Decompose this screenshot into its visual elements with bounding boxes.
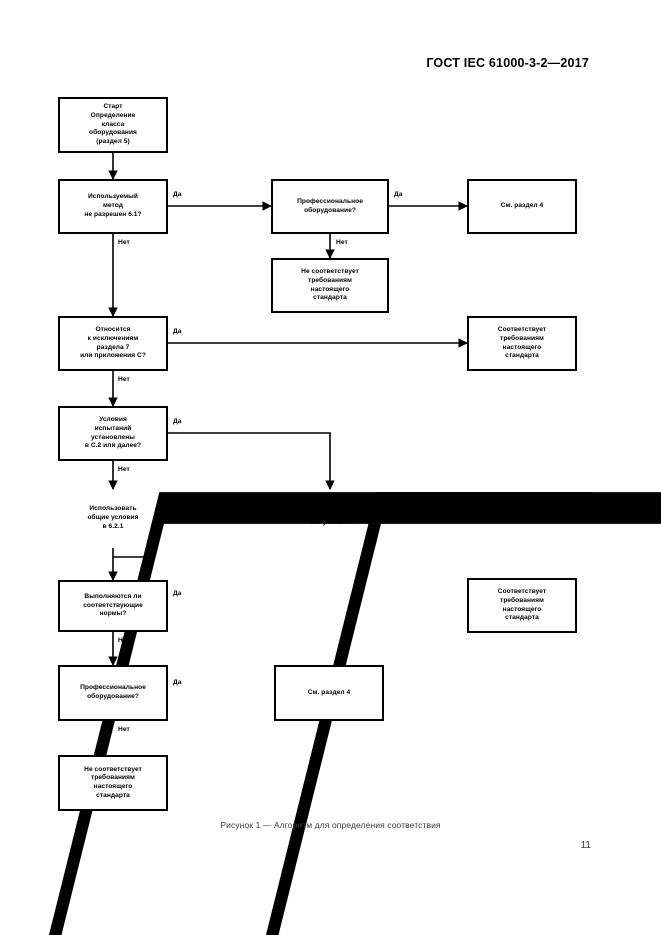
node-test-conditions: Условия испытаний установлены в C.2 или …	[58, 406, 168, 461]
node-see-section-4-2-label: См. раздел 4	[307, 688, 351, 696]
node-limits-met-label: Выполняются ли соответствующие нормы?	[83, 592, 143, 618]
node-see-section-4-1-label: См. раздел 4	[500, 202, 544, 210]
edge-label-prof2-yes: Да	[173, 679, 182, 686]
node-use-general-conditions: Использовать общие условия в 6.2.1	[45, 489, 661, 935]
node-start: Старт Определение класса оборудования (р…	[58, 97, 168, 153]
edge-label-method-yes: Да	[173, 191, 182, 198]
edge-label-method-no: Нет	[118, 239, 130, 246]
node-compliant-1-label: Соответствует требованиям настоящего ста…	[497, 326, 547, 360]
node-compliant-1: Соответствует требованиям настоящего ста…	[467, 316, 577, 371]
node-method-not-allowed-label: Используемый метод не разрешен 6.1?	[84, 193, 142, 218]
edge-label-conditions-yes: Да	[173, 418, 182, 425]
node-use-these-conditions-label: Использовать эти условия	[306, 509, 354, 526]
node-use-these-conditions: Использовать эти условия	[262, 489, 661, 935]
node-see-section-4-2: См. раздел 4	[274, 665, 384, 721]
node-professional-equipment-1: Профессиональное оборудование?	[271, 179, 389, 234]
edge-label-prof1-no: Нет	[336, 239, 348, 246]
edge-label-limits-yes: Да	[173, 590, 182, 597]
page-number: 11	[580, 840, 591, 851]
node-not-compliant-2: Не соответствует требованиям настоящего …	[58, 755, 168, 811]
node-exclusions: Относится к исключениям раздела 7 или пр…	[58, 316, 168, 371]
node-start-label: Старт Определение класса оборудования (р…	[89, 103, 137, 146]
node-not-compliant-2-label: Не соответствует требованиям настоящего …	[84, 765, 142, 799]
edge-label-prof1-yes: Да	[394, 191, 403, 198]
node-see-section-4-1: См. раздел 4	[467, 179, 577, 234]
edge-label-exclusions-yes: Да	[173, 328, 182, 335]
edge-label-exclusions-no: Нет	[118, 376, 130, 383]
figure-caption: Рисунок 1 — Алгоритм для определения соо…	[220, 820, 441, 830]
node-not-compliant-1: Не соответствует требованиям настоящего …	[271, 258, 389, 313]
node-professional-equipment-2-label: Профессиональное оборудование?	[80, 684, 146, 700]
node-test-conditions-label: Условия испытаний установлены в C.2 или …	[84, 416, 142, 450]
node-limits-met: Выполняются ли соответствующие нормы?	[58, 580, 168, 632]
document-header-standard-number: ГОСТ IEC 61000-3-2—2017	[426, 56, 589, 70]
edge-label-conditions-no: Нет	[118, 466, 130, 473]
edge-label-limits-no: Нет	[118, 637, 130, 644]
node-method-not-allowed: Используемый метод не разрешен 6.1?	[58, 179, 168, 234]
node-professional-equipment-2: Профессиональное оборудование?	[58, 665, 168, 721]
node-compliant-2-label: Соответствует требованиям настоящего ста…	[497, 588, 547, 622]
node-use-general-conditions-label: Использовать общие условия в 6.2.1	[87, 505, 139, 530]
edge-conditions-yes	[168, 432, 335, 490]
edge-label-prof2-no: Нет	[118, 726, 130, 733]
node-exclusions-label: Относится к исключениям раздела 7 или пр…	[80, 326, 146, 360]
node-compliant-2: Соответствует требованиям настоящего ста…	[467, 578, 577, 633]
node-professional-equipment-1-label: Профессиональное оборудование?	[297, 197, 363, 214]
node-not-compliant-1-label: Не соответствует требованиям настоящего …	[301, 268, 359, 302]
